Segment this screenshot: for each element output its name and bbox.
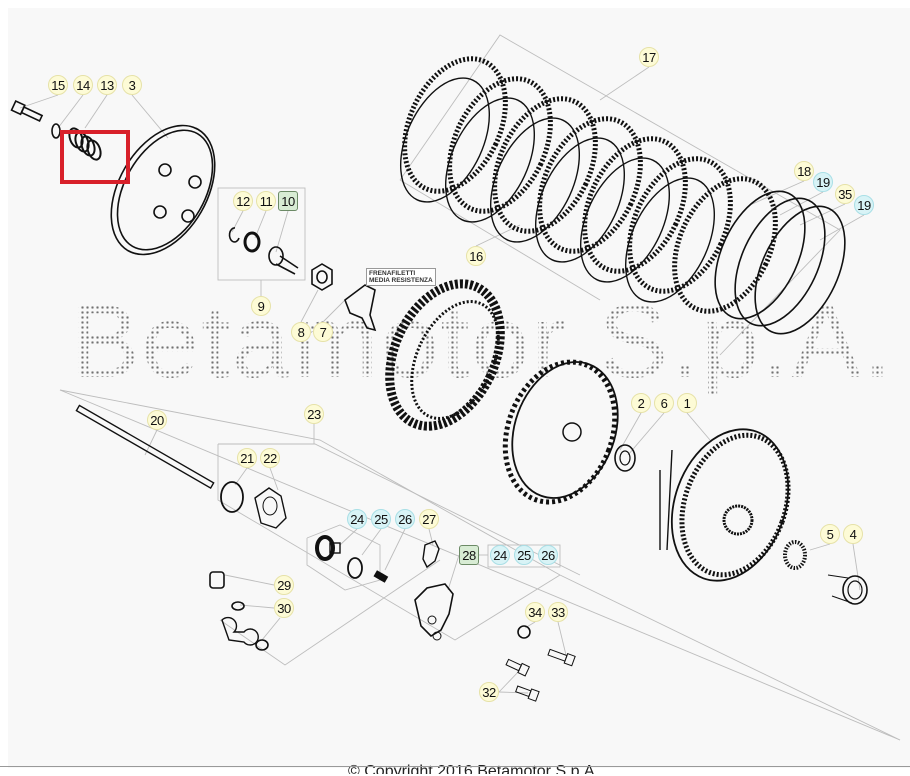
callout-part-6[interactable]: 6 <box>654 393 674 413</box>
threadlock-note: FRENAFILETTI MEDIA RESISTENZA <box>366 268 436 286</box>
note-line-1: FRENAFILETTI <box>369 270 416 277</box>
callout-part-21[interactable]: 21 <box>237 448 257 468</box>
exploded-view-drawing <box>10 34 901 741</box>
callout-part-11[interactable]: 11 <box>256 191 276 211</box>
callout-part-32[interactable]: 32 <box>479 682 499 702</box>
callout-part-15[interactable]: 15 <box>48 75 68 95</box>
callout-part-26[interactable]: 26 <box>538 545 558 565</box>
callout-part-35[interactable]: 35 <box>835 184 855 204</box>
callout-part-7[interactable]: 7 <box>313 322 333 342</box>
highlight-box-part-13 <box>60 130 130 184</box>
callout-part-24[interactable]: 24 <box>347 509 367 529</box>
callout-part-18[interactable]: 18 <box>794 161 814 181</box>
callout-part-24[interactable]: 24 <box>490 545 510 565</box>
callout-part-12[interactable]: 12 <box>233 191 253 211</box>
callout-part-16[interactable]: 16 <box>466 246 486 266</box>
callout-part-29[interactable]: 29 <box>274 575 294 595</box>
diagram-canvas: Betamotor S.p.A. <box>8 8 910 774</box>
callout-part-28[interactable]: 28 <box>459 545 479 565</box>
bottom-divider <box>0 766 910 767</box>
note-line-2: MEDIA RESISTENZA <box>369 277 433 284</box>
callout-part-23[interactable]: 23 <box>304 404 324 424</box>
callout-part-20[interactable]: 20 <box>147 410 167 430</box>
callout-part-26[interactable]: 26 <box>395 509 415 529</box>
callout-part-19[interactable]: 19 <box>813 172 833 192</box>
callout-part-25[interactable]: 25 <box>514 545 534 565</box>
callout-part-30[interactable]: 30 <box>274 598 294 618</box>
callout-part-22[interactable]: 22 <box>260 448 280 468</box>
callout-part-19[interactable]: 19 <box>854 195 874 215</box>
callout-part-13[interactable]: 13 <box>97 75 117 95</box>
callout-part-10[interactable]: 10 <box>278 191 298 211</box>
callout-part-17[interactable]: 17 <box>639 47 659 67</box>
callout-part-25[interactable]: 25 <box>371 509 391 529</box>
callout-part-8[interactable]: 8 <box>291 322 311 342</box>
callout-part-4[interactable]: 4 <box>843 524 863 544</box>
copyright-text: © Copyright 2016 Betamotor S.p.A. <box>348 763 600 774</box>
callout-part-27[interactable]: 27 <box>419 509 439 529</box>
callout-part-5[interactable]: 5 <box>820 524 840 544</box>
callout-part-2[interactable]: 2 <box>631 393 651 413</box>
callout-part-9[interactable]: 9 <box>251 296 271 316</box>
watermark-text: Betamotor S.p.A. <box>70 284 894 400</box>
callout-part-3[interactable]: 3 <box>122 75 142 95</box>
callout-part-1[interactable]: 1 <box>677 393 697 413</box>
callout-part-33[interactable]: 33 <box>548 602 568 622</box>
callout-part-34[interactable]: 34 <box>525 602 545 622</box>
callout-part-14[interactable]: 14 <box>73 75 93 95</box>
